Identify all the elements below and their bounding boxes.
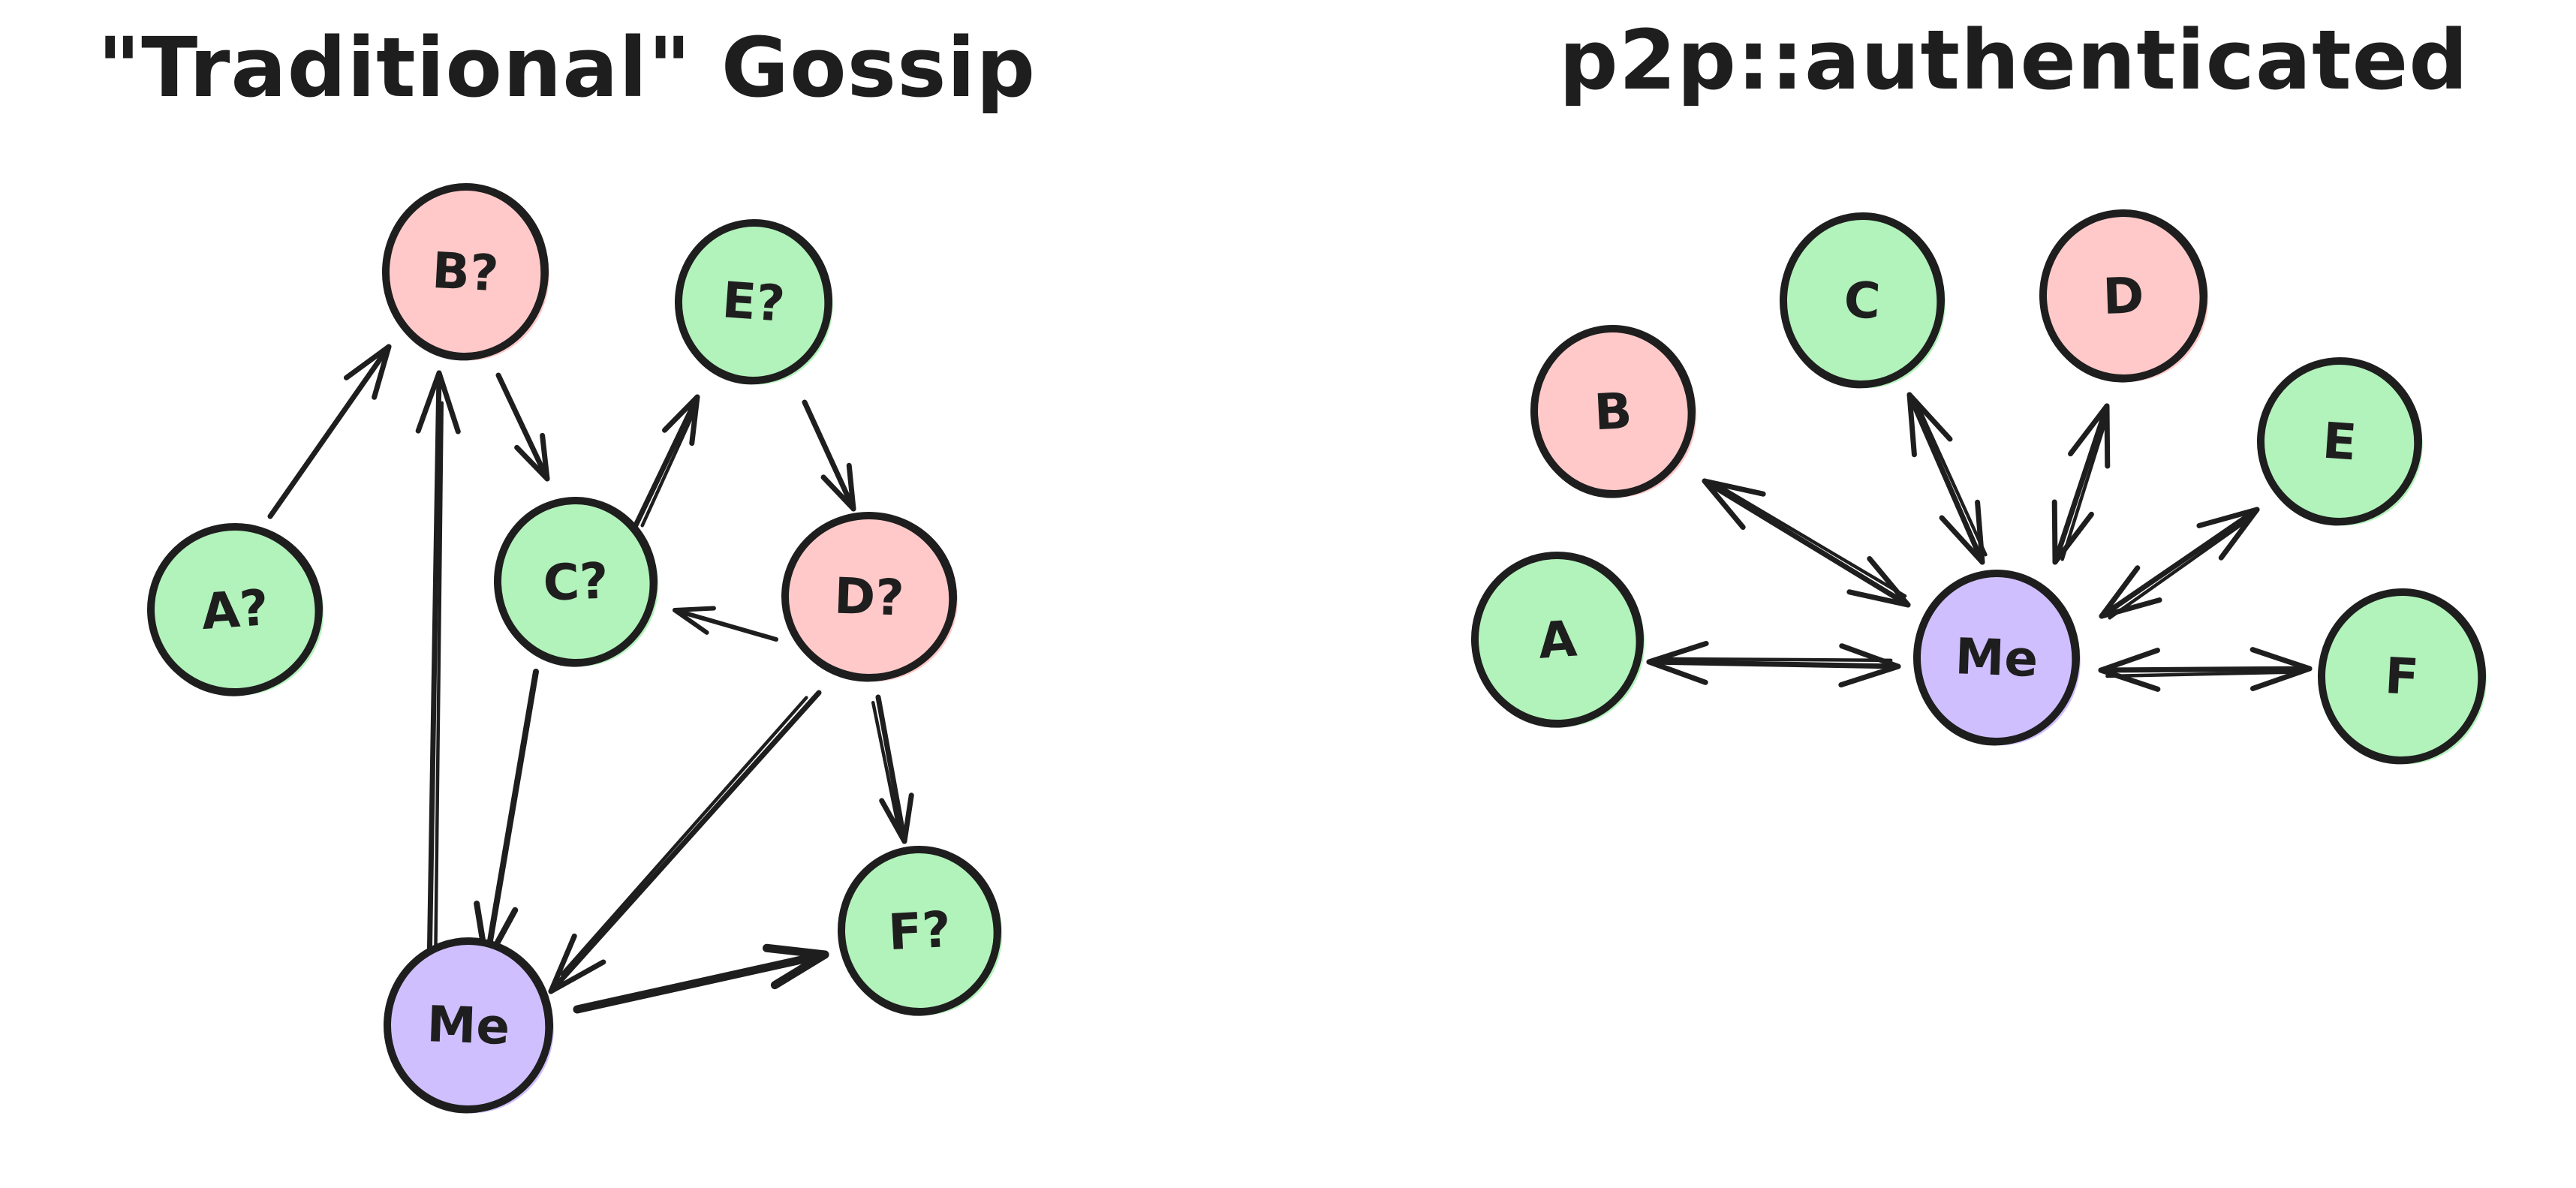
- edge-p2p-authenticated-me-to-a: [1646, 640, 1901, 688]
- edge-traditional-gossip-e-to-d: [802, 399, 856, 512]
- edge-traditional-gossip-c-to-e: [632, 394, 700, 530]
- arrowhead-icon: [673, 606, 716, 635]
- node-circle-sketch: [1781, 216, 1940, 389]
- node-p2p-authenticated-c[interactable]: C: [1779, 212, 1950, 392]
- arrowhead-icon: [343, 344, 392, 400]
- node-label: F: [2383, 647, 2420, 706]
- arrowhead-icon: [1838, 643, 1901, 688]
- left-diagram-title: "Traditional" Gossip: [98, 20, 1036, 116]
- diagram-p2p-authenticated: B C D E A Me F: [1469, 209, 2491, 768]
- edge-traditional-gossip-b-to-c: [495, 372, 550, 482]
- node-label: D?: [833, 567, 905, 627]
- node-circle-sketch: [495, 501, 653, 667]
- node-p2p-authenticated-me[interactable]: Me: [1912, 570, 2084, 747]
- arrowhead-icon: [2098, 648, 2161, 692]
- arrowhead-icon: [1939, 499, 1985, 565]
- node-traditional-gossip-me[interactable]: Me: [383, 937, 557, 1116]
- arrowhead-icon: [762, 943, 829, 990]
- arrowhead-icon: [2249, 647, 2313, 691]
- node-traditional-gossip-d[interactable]: D?: [781, 511, 961, 684]
- node-circle-sketch: [1915, 573, 2075, 746]
- arrowhead-icon: [415, 370, 461, 435]
- arrowhead-icon: [1846, 555, 1911, 608]
- diagram-traditional-gossip: A? B? C? D? E? F? Me: [145, 183, 1007, 1116]
- edge-traditional-gossip-d-to-c: [673, 606, 778, 642]
- edge-traditional-gossip-me-to-b: [415, 370, 461, 973]
- node-p2p-authenticated-d[interactable]: D: [2039, 209, 2211, 385]
- node-p2p-authenticated-a[interactable]: A: [1469, 549, 1651, 732]
- edge-traditional-gossip-c-to-me: [474, 669, 539, 966]
- node-label: C?: [542, 552, 609, 612]
- node-traditional-gossip-b[interactable]: B?: [381, 183, 554, 365]
- arrowhead-icon: [879, 793, 914, 844]
- node-label: B?: [431, 242, 501, 303]
- node-traditional-gossip-e[interactable]: E?: [673, 218, 838, 389]
- arrowhead-icon: [514, 432, 550, 482]
- node-circle-sketch: [1473, 555, 1639, 728]
- node-circle-sketch: [2041, 213, 2203, 383]
- node-p2p-authenticated-b[interactable]: B: [1530, 324, 1701, 501]
- node-circle-sketch: [676, 223, 828, 385]
- node-traditional-gossip-c[interactable]: C?: [493, 497, 661, 669]
- node-circle-sketch: [385, 941, 549, 1114]
- edge-traditional-gossip-me-to-f: [573, 943, 829, 1014]
- node-p2p-authenticated-f[interactable]: F: [2317, 588, 2491, 768]
- node-label: Me: [426, 995, 510, 1056]
- node-circle-sketch: [783, 516, 952, 682]
- node-circle-sketch: [384, 187, 544, 361]
- edge-p2p-authenticated-me-to-d: [2051, 403, 2111, 565]
- arrowhead-icon: [1702, 478, 1766, 531]
- arrowhead-icon: [1646, 640, 1709, 685]
- arrowhead-icon: [2068, 403, 2111, 469]
- edge-p2p-authenticated-me-to-f: [2098, 647, 2313, 692]
- node-label: B: [1593, 382, 1633, 442]
- edge-traditional-gossip-a-to-b: [267, 344, 392, 519]
- node-label: A: [1536, 609, 1578, 669]
- edge-traditional-gossip-d-to-me: [548, 690, 822, 994]
- arrowhead-icon: [2051, 499, 2094, 565]
- arrowhead-icon: [820, 462, 856, 512]
- node-circle-sketch: [1532, 329, 1691, 498]
- node-p2p-authenticated-e[interactable]: E: [2255, 356, 2428, 531]
- node-traditional-gossip-a[interactable]: A?: [145, 521, 329, 702]
- node-circle-sketch: [149, 527, 318, 696]
- node-traditional-gossip-f[interactable]: F?: [837, 845, 1007, 1019]
- right-diagram-title: p2p::authenticated: [1559, 12, 2469, 108]
- arrowhead-icon: [662, 394, 700, 447]
- node-circle-sketch: [2259, 361, 2418, 526]
- node-circle-sketch: [2319, 592, 2481, 765]
- edge-p2p-authenticated-me-to-c: [1906, 392, 1988, 565]
- node-circle-sketch: [839, 850, 997, 1016]
- node-label: E?: [721, 271, 787, 333]
- arrowhead-icon: [548, 933, 606, 994]
- arrowhead-icon: [2099, 565, 2162, 619]
- arrowhead-icon: [2196, 507, 2260, 561]
- node-label: E: [2321, 412, 2358, 472]
- node-label: F?: [886, 901, 952, 961]
- edge-traditional-gossip-d-to-f: [871, 694, 914, 844]
- edge-p2p-authenticated-me-to-e: [2099, 507, 2260, 620]
- arrowhead-icon: [1906, 392, 1953, 458]
- edge-p2p-authenticated-me-to-b: [1702, 478, 1911, 608]
- node-label: A?: [200, 579, 271, 641]
- node-label: C: [1843, 271, 1882, 330]
- node-label: D: [2102, 266, 2144, 326]
- node-label: Me: [1954, 627, 2039, 688]
